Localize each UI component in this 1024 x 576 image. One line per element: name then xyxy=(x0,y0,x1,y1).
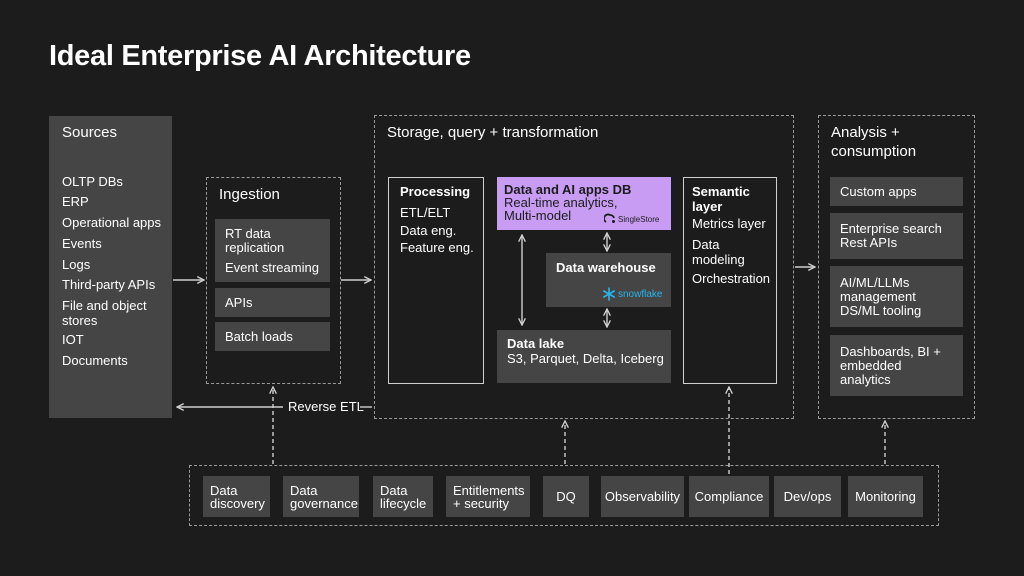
semantic-layer-box: Semantic layer Metrics layer Data modeli… xyxy=(683,177,777,384)
processing-item: ETL/ELT xyxy=(400,205,451,220)
governance-item: Observability xyxy=(601,476,684,517)
source-item: Operational apps xyxy=(62,215,162,230)
source-item: IOT xyxy=(62,332,84,347)
semantic-item: Data modeling xyxy=(692,237,745,267)
governance-item: Data governance xyxy=(283,476,359,517)
analysis-item: AI/ML/LLMs management DS/ML tooling xyxy=(830,266,963,327)
storage-header: Storage, query + transformation xyxy=(387,124,599,141)
source-item: Events xyxy=(62,236,102,251)
singlestore-icon xyxy=(604,213,615,223)
governance-item: Compliance xyxy=(689,476,769,517)
sources-header: Sources xyxy=(62,124,118,141)
semantic-item: Metrics layer xyxy=(692,216,766,231)
sources-panel: Sources OLTP DBs ERP Operational apps Ev… xyxy=(49,116,172,418)
storage-panel: Storage, query + transformation xyxy=(374,115,794,419)
governance-item: DQ xyxy=(543,476,589,517)
snowflake-logo: snowflake xyxy=(602,287,662,301)
data-lake-sub: S3, Parquet, Delta, Iceberg xyxy=(507,351,664,366)
ingestion-rt-box: RT data replication Event streaming xyxy=(215,219,330,282)
processing-item: Feature eng. xyxy=(400,240,474,255)
ai-apps-db-sub: Real-time analytics, Multi-model xyxy=(504,195,618,223)
governance-item: Data lifecycle xyxy=(373,476,433,517)
snowflake-icon xyxy=(602,287,615,301)
ingestion-batch-box: Batch loads xyxy=(215,322,330,351)
semantic-layer-header: Semantic layer xyxy=(692,184,750,214)
ai-apps-db-box: Data and AI apps DB Real-time analytics,… xyxy=(497,177,671,230)
data-lake-header: Data lake xyxy=(507,336,565,351)
analysis-item: Enterprise search Rest APIs xyxy=(830,213,963,259)
governance-item: Monitoring xyxy=(848,476,923,517)
ingestion-header: Ingestion xyxy=(219,186,280,203)
analysis-panel: Analysis + consumption Custom apps Enter… xyxy=(818,115,975,419)
source-item: File and object stores xyxy=(62,298,147,328)
ai-apps-db-header: Data and AI apps DB xyxy=(504,182,632,197)
snowflake-logo-text: snowflake xyxy=(618,288,663,300)
data-warehouse-box: Data warehouse snowflake xyxy=(546,253,671,307)
analysis-header: Analysis + consumption xyxy=(831,124,917,160)
source-item: Third-party APIs xyxy=(62,277,156,292)
processing-header: Processing xyxy=(400,184,471,199)
governance-item: Data discovery xyxy=(203,476,270,517)
analysis-item: Custom apps xyxy=(830,177,963,206)
processing-item: Data eng. xyxy=(400,223,457,238)
semantic-item: Orchestration xyxy=(692,271,771,286)
ingestion-panel: Ingestion RT data replication Event stre… xyxy=(206,177,341,384)
reverse-etl-label: Reverse ETL xyxy=(284,399,368,414)
data-warehouse-header: Data warehouse xyxy=(556,260,656,275)
governance-panel: Data discovery Data governance Data life… xyxy=(189,465,939,526)
source-item: Documents xyxy=(62,353,128,368)
data-lake-box: Data lake S3, Parquet, Delta, Iceberg xyxy=(497,330,671,383)
page-title: Ideal Enterprise AI Architecture xyxy=(49,40,471,72)
singlestore-logo-text: SingleStore xyxy=(618,214,660,224)
ingestion-apis-box: APIs xyxy=(215,288,330,317)
singlestore-logo: SingleStore xyxy=(604,213,659,225)
source-item: Logs xyxy=(62,257,91,272)
source-item: OLTP DBs xyxy=(62,174,123,189)
governance-item: Entitlements + security xyxy=(446,476,530,517)
rt-replication-label: RT data replication xyxy=(225,225,285,255)
event-streaming-label: Event streaming xyxy=(225,259,319,275)
processing-box: Processing ETL/ELT Data eng. Feature eng… xyxy=(388,177,484,384)
analysis-item: Dashboards, BI + embedded analytics xyxy=(830,335,963,396)
governance-item: Dev/ops xyxy=(774,476,841,517)
source-item: ERP xyxy=(62,194,89,209)
